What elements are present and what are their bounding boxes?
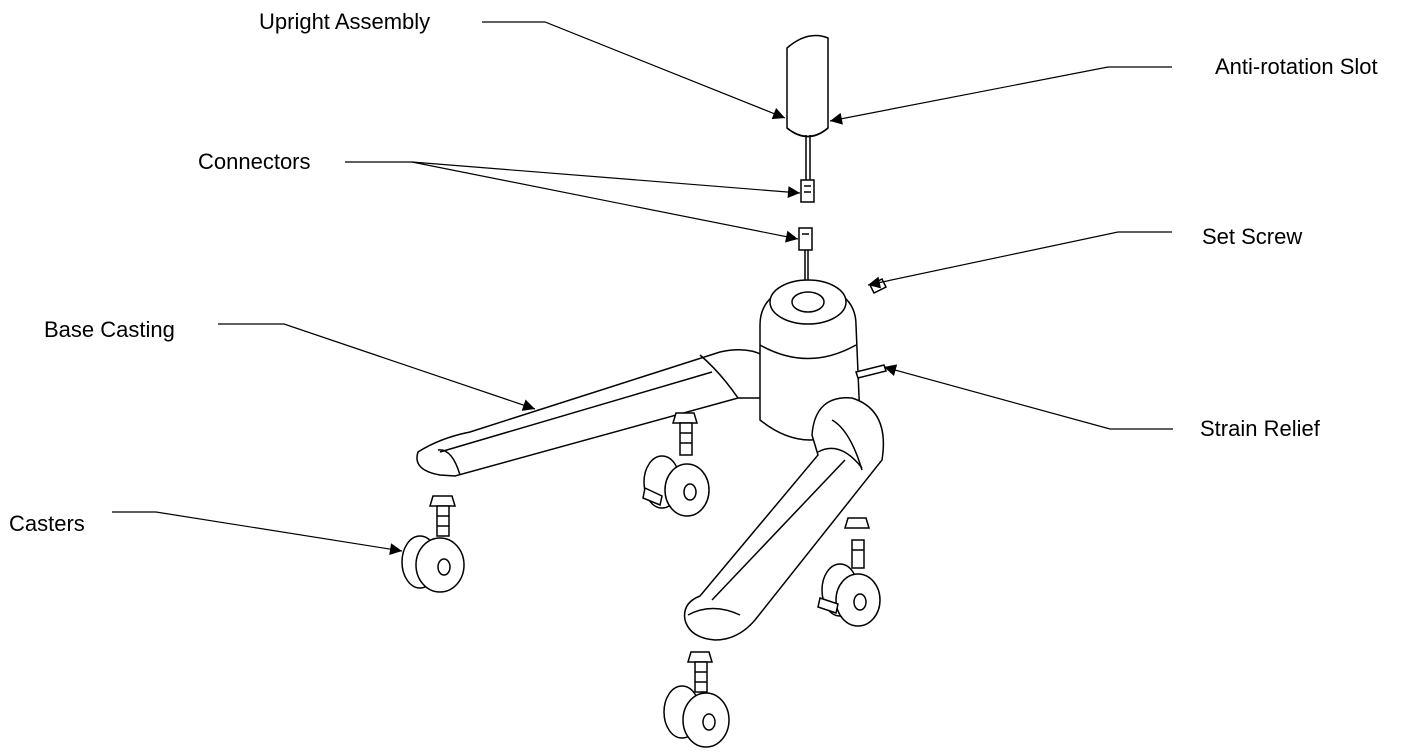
label-strain-relief: Strain Relief — [1200, 416, 1320, 441]
upright-assembly-part — [786, 34, 829, 180]
leader-set-screw — [867, 231, 1172, 289]
leader-connectors-upper — [345, 161, 801, 199]
leader-anti-rotation-slot — [829, 66, 1172, 125]
leader-lines — [112, 21, 1173, 556]
base-casting-part — [416, 279, 887, 641]
label-anti-rotation-slot: Anti-rotation Slot — [1215, 54, 1378, 79]
leader-upright-assembly — [482, 21, 786, 120]
leader-connectors-lower — [411, 161, 799, 243]
label-casters: Casters — [9, 511, 85, 536]
label-set-screw: Set Screw — [1202, 224, 1303, 249]
label-base-casting: Base Casting — [44, 317, 175, 342]
caster-front-right — [817, 517, 881, 627]
upper-connector-part — [800, 179, 815, 203]
leader-casters — [112, 511, 403, 556]
label-upright-assembly: Upright Assembly — [259, 9, 431, 34]
leader-base-casting — [218, 323, 536, 411]
leader-strain-relief — [883, 364, 1173, 430]
label-connectors: Connectors — [198, 149, 311, 174]
caster-front-left — [401, 495, 465, 593]
caster-rear — [642, 412, 710, 517]
caster-front-bottom — [663, 651, 730, 748]
